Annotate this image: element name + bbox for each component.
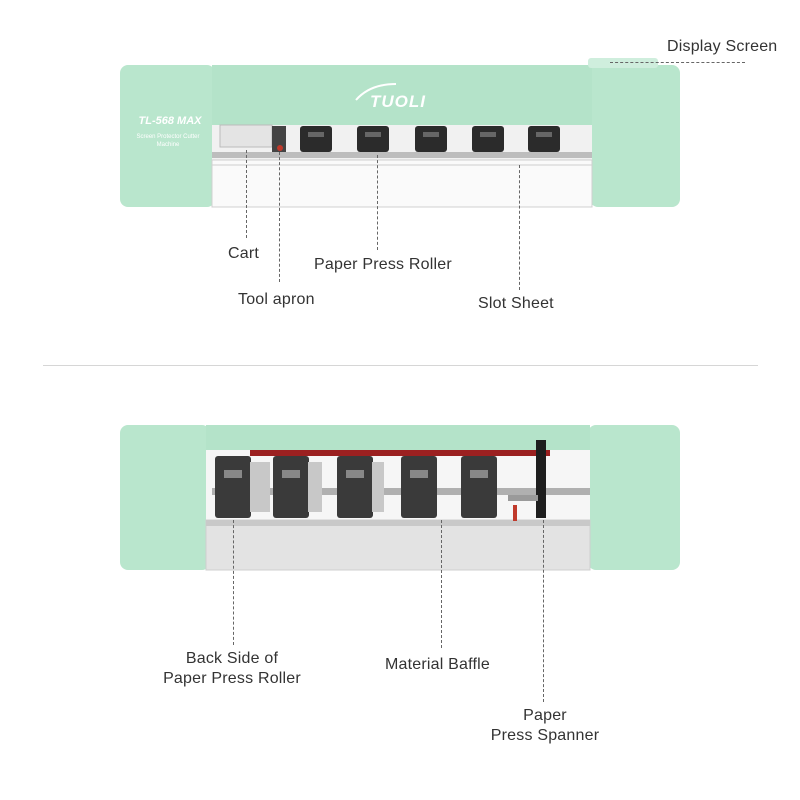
right-end-cap — [590, 65, 680, 207]
leader-paper-press-spanner — [543, 520, 544, 702]
label-back-side-line2: Paper Press Roller — [163, 670, 301, 687]
left-end-cap — [120, 65, 215, 207]
front-rail — [212, 152, 592, 158]
model-subtitle-2: Machine — [157, 142, 180, 148]
section-divider — [43, 365, 758, 366]
machine-back-view — [120, 425, 680, 571]
leader-slot-sheet — [519, 165, 520, 290]
back-left-cap — [120, 425, 210, 570]
label-material-baffle: Material Baffle — [385, 656, 490, 673]
back-red-strip — [250, 450, 550, 456]
label-tool-apron: Tool apron — [238, 291, 315, 308]
back-right-cap — [588, 425, 680, 570]
leader-material-baffle — [441, 520, 442, 648]
top-cover — [212, 65, 592, 125]
slot-sheet-shape — [211, 159, 593, 208]
label-display-screen: Display Screen — [667, 38, 778, 55]
label-back-side-line1: Back Side of — [185, 650, 279, 667]
label-slot-sheet: Slot Sheet — [478, 295, 554, 312]
display-screen — [588, 58, 658, 68]
leader-tool-apron — [279, 152, 280, 282]
machine-front-view: TUOLI TL-568 MAX Screen Protector Cutter… — [120, 58, 680, 208]
leader-back-side-roller — [233, 520, 234, 645]
label-paper-press-spanner-line2: Press Spanner — [490, 727, 600, 744]
leader-paper-press-roller — [377, 155, 378, 250]
cart-shape — [219, 124, 273, 148]
logo-swoosh — [355, 83, 397, 101]
leader-display-screen — [610, 62, 745, 63]
back-top-cover — [206, 425, 590, 450]
label-cart: Cart — [228, 245, 260, 262]
paper-press-spanner-shape — [536, 440, 546, 518]
model-name: TL-568 MAX — [139, 115, 203, 127]
material-baffle-shape — [205, 519, 591, 571]
label-paper-press-spanner-line1: Paper — [523, 707, 567, 724]
brand-logo: TUOLI — [370, 92, 426, 111]
model-subtitle-1: Screen Protector Cutter — [136, 134, 199, 140]
back-rollers — [215, 456, 497, 518]
label-paper-press-roller: Paper Press Roller — [314, 256, 452, 273]
tool-apron-shape — [272, 126, 286, 152]
leader-cart — [246, 150, 247, 238]
